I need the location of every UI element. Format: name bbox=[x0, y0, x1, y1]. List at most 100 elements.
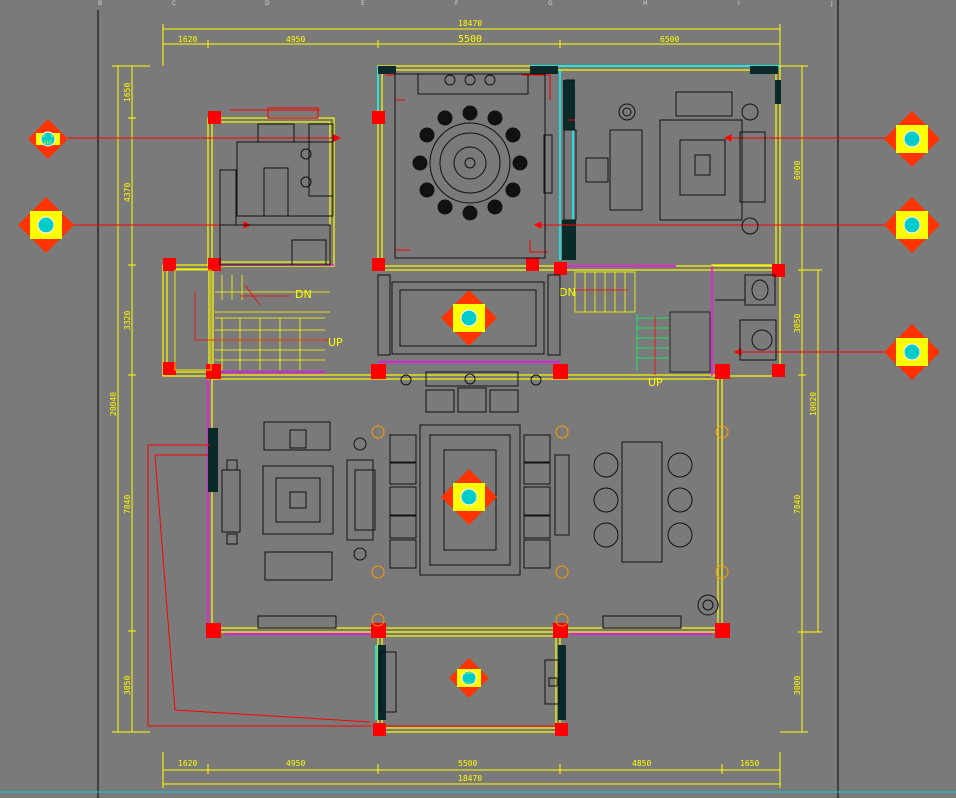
dining-round-table bbox=[394, 73, 553, 259]
callout-tag-7: E01 E02 E03 E04 bbox=[441, 469, 497, 525]
svg-text:E37: E37 bbox=[908, 361, 916, 366]
callout-tag-2: E13 E15 E14 E16 bbox=[18, 197, 74, 253]
svg-text:E25: E25 bbox=[465, 305, 473, 310]
svg-text:E26: E26 bbox=[477, 315, 485, 320]
column bbox=[372, 258, 385, 271]
dim-right-1: 6000 bbox=[793, 161, 802, 180]
column bbox=[526, 258, 539, 271]
callout-tags: E18 E17 E16 E13 E15 E14 E16 E21 E31 E22 … bbox=[18, 111, 940, 698]
column bbox=[372, 111, 385, 124]
dim-left-1: 1650 bbox=[123, 83, 132, 102]
svg-text:E20: E20 bbox=[464, 682, 472, 687]
column bbox=[208, 258, 221, 271]
stair-right-dn-label: DN bbox=[559, 286, 576, 299]
column bbox=[206, 623, 221, 638]
dim-top-2: 4950 bbox=[286, 35, 305, 44]
svg-text:E12: E12 bbox=[908, 234, 916, 239]
column bbox=[163, 258, 176, 271]
svg-text:E21: E21 bbox=[908, 126, 916, 131]
column bbox=[208, 111, 221, 124]
dim-top-total: 18470 bbox=[458, 19, 482, 28]
svg-text:E19: E19 bbox=[464, 670, 472, 675]
dim-right-2: 3050 bbox=[793, 314, 802, 333]
svg-text:E11: E11 bbox=[896, 222, 904, 227]
column bbox=[772, 264, 785, 277]
dining-long-table bbox=[371, 424, 729, 627]
dim-bottom-2: 4950 bbox=[286, 759, 305, 768]
dim-left-4: 7840 bbox=[123, 495, 132, 514]
grid-label-j: J bbox=[830, 0, 833, 7]
dim-bottom-5: 1650 bbox=[740, 759, 759, 768]
column bbox=[373, 723, 386, 736]
column bbox=[554, 262, 567, 275]
svg-text:E23: E23 bbox=[896, 136, 904, 141]
dim-top-3: 5500 bbox=[458, 34, 482, 45]
dim-top-1: 1620 bbox=[178, 35, 197, 44]
svg-text:E28: E28 bbox=[453, 315, 461, 320]
grid-label-d: D bbox=[265, 0, 270, 7]
grid-label-g: G bbox=[548, 0, 553, 7]
svg-text:E14: E14 bbox=[54, 222, 62, 227]
partitions-cyan bbox=[375, 65, 780, 720]
svg-text:E18: E18 bbox=[38, 133, 46, 138]
column bbox=[772, 364, 785, 377]
dim-bottom-4: 4850 bbox=[632, 759, 651, 768]
columns bbox=[163, 111, 785, 736]
dim-right-4: 3000 bbox=[793, 676, 802, 695]
grid-label-c: C bbox=[172, 0, 176, 7]
svg-text:E13: E13 bbox=[42, 212, 50, 217]
callout-tag-3: E21 E31 E22 E23 bbox=[884, 111, 940, 167]
svg-text:E22: E22 bbox=[920, 136, 928, 141]
dim-left-3: 3320 bbox=[123, 311, 132, 330]
dimensions-bottom bbox=[162, 752, 781, 788]
svg-text:E35: E35 bbox=[908, 339, 916, 344]
dim-right-3: 7840 bbox=[793, 495, 802, 514]
svg-text:E01: E01 bbox=[465, 484, 473, 489]
dim-top-4: 6500 bbox=[660, 35, 679, 44]
dim-right-total: 10020 bbox=[809, 392, 818, 416]
dim-bottom-total: 18470 bbox=[458, 774, 482, 783]
column bbox=[163, 362, 176, 375]
column bbox=[553, 623, 568, 638]
svg-text:E17: E17 bbox=[51, 133, 59, 138]
tea-room bbox=[563, 79, 766, 235]
svg-text:E36: E36 bbox=[920, 349, 928, 354]
svg-text:E31: E31 bbox=[908, 148, 916, 153]
dimensions-top bbox=[162, 24, 781, 66]
svg-text:E03: E03 bbox=[465, 506, 473, 511]
dimensions-right bbox=[780, 65, 822, 733]
column bbox=[555, 723, 568, 736]
dining-right bbox=[593, 441, 719, 616]
stair-left-dn-label: DN bbox=[295, 288, 312, 301]
section-arrows bbox=[68, 134, 885, 356]
dim-left-2: 4370 bbox=[123, 183, 132, 202]
svg-text:E15: E15 bbox=[42, 234, 50, 239]
stairs-left bbox=[174, 269, 330, 371]
column bbox=[715, 364, 730, 379]
bottom-room bbox=[257, 615, 682, 713]
callout-tag-5: E25 E26 E27 E28 bbox=[441, 290, 497, 346]
callout-tag-4: E09 E10 E11 E12 bbox=[884, 197, 940, 253]
stair-right-up-label: UP bbox=[648, 376, 663, 389]
column bbox=[553, 364, 568, 379]
svg-text:E27: E27 bbox=[465, 327, 473, 332]
grid-label-h: H bbox=[643, 0, 648, 7]
wall-hatches bbox=[208, 66, 781, 720]
kitchen bbox=[219, 107, 334, 266]
living-room bbox=[221, 421, 376, 581]
column bbox=[206, 364, 221, 379]
dim-bottom-1: 1620 bbox=[178, 759, 197, 768]
stair-left-up-label: UP bbox=[328, 336, 343, 349]
column bbox=[715, 623, 730, 638]
svg-text:E10: E10 bbox=[920, 222, 928, 227]
svg-text:E04: E04 bbox=[453, 494, 461, 499]
svg-text:E02: E02 bbox=[477, 494, 485, 499]
stairs-right bbox=[574, 271, 711, 375]
entrance-hall bbox=[377, 274, 561, 413]
bathroom bbox=[715, 274, 777, 361]
callout-tag-6: E35 E36 E37 bbox=[884, 324, 940, 380]
dim-left-total: 20040 bbox=[109, 392, 118, 416]
column bbox=[371, 364, 386, 379]
svg-text:E16: E16 bbox=[44, 140, 52, 145]
